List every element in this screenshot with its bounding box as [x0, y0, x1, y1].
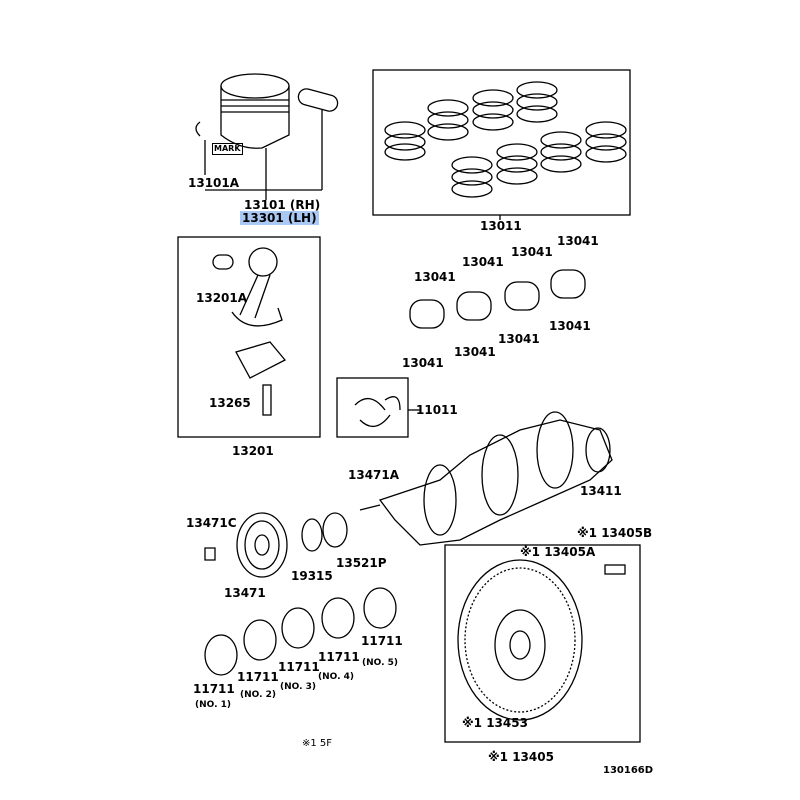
- part-11711[interactable]: 11711: [318, 650, 360, 664]
- ring-set-box: [372, 69, 631, 216]
- part-13041[interactable]: 13041: [549, 319, 591, 333]
- thrust-washers-icon: [354, 396, 401, 427]
- footnote: ※1 5F: [302, 738, 333, 749]
- main-bearings-icon: [204, 587, 397, 676]
- part-11711[interactable]: 11711: [237, 670, 279, 684]
- part-11711[interactable]: 11711: [278, 660, 320, 674]
- diagram-code: 130166D: [603, 765, 654, 776]
- part-13101A[interactable]: 13101A: [188, 176, 240, 190]
- part-13301-lh-highlighted[interactable]: 13301 (LH): [240, 211, 319, 225]
- bearing-no2: (NO. 2): [240, 690, 277, 700]
- bearing-no1: (NO. 1): [195, 700, 232, 710]
- part-13041[interactable]: 13041: [402, 356, 444, 370]
- rod-bearings-icon: [409, 269, 586, 329]
- part-13411[interactable]: 13411: [580, 484, 622, 498]
- part-11711[interactable]: 11711: [193, 682, 235, 696]
- crank-pulley-icon: [236, 512, 288, 578]
- flywheel-box: [444, 544, 641, 743]
- part-13471A[interactable]: 13471A: [348, 468, 400, 482]
- bearing-no4: (NO. 4): [318, 672, 355, 682]
- washer-icon: [301, 518, 323, 552]
- snap-ring-icon: [195, 121, 201, 137]
- part-13471[interactable]: 13471: [224, 586, 266, 600]
- part-13041[interactable]: 13041: [462, 255, 504, 269]
- part-13041[interactable]: 13041: [498, 332, 540, 346]
- part-13453[interactable]: ※1 13453: [462, 716, 528, 730]
- pulley-bolt-icon: [204, 547, 216, 561]
- part-13405B[interactable]: ※1 13405B: [577, 526, 653, 540]
- crank-gear-icon: [322, 512, 348, 548]
- piston-mark-label: MARK: [212, 143, 243, 155]
- piston-rings-icon: [384, 81, 627, 198]
- part-11711[interactable]: 11711: [361, 634, 403, 648]
- part-13041[interactable]: 13041: [414, 270, 456, 284]
- piston-pin-icon: [205, 88, 339, 191]
- part-13041[interactable]: 13041: [511, 245, 553, 259]
- part-13011[interactable]: 13011: [480, 219, 522, 233]
- flywheel-icon: [457, 559, 583, 721]
- bearing-no5: (NO. 5): [362, 658, 399, 668]
- part-13201A[interactable]: 13201A: [196, 291, 248, 305]
- part-19315[interactable]: 19315: [291, 569, 333, 583]
- conn-rod-box: [177, 236, 321, 438]
- part-13041[interactable]: 13041: [454, 345, 496, 359]
- part-13471C[interactable]: 13471C: [186, 516, 237, 530]
- part-13265[interactable]: 13265: [209, 396, 251, 410]
- connecting-rod-icon: [212, 247, 287, 416]
- piston-icon: [220, 73, 290, 200]
- crankshaft-icon: [359, 411, 613, 546]
- part-13101-rh[interactable]: 13101 (RH): [244, 198, 321, 212]
- bearing-no3: (NO. 3): [280, 682, 317, 692]
- part-13041[interactable]: 13041: [557, 234, 599, 248]
- part-11011[interactable]: 11011: [416, 403, 458, 417]
- part-13405A[interactable]: ※1 13405A: [520, 545, 596, 559]
- part-13521P[interactable]: 13521P: [336, 556, 387, 570]
- thrust-washer-box: [336, 377, 409, 438]
- part-13405[interactable]: ※1 13405: [488, 750, 554, 764]
- flywheel-bolt-icon: [604, 564, 626, 575]
- part-13201[interactable]: 13201: [232, 444, 274, 458]
